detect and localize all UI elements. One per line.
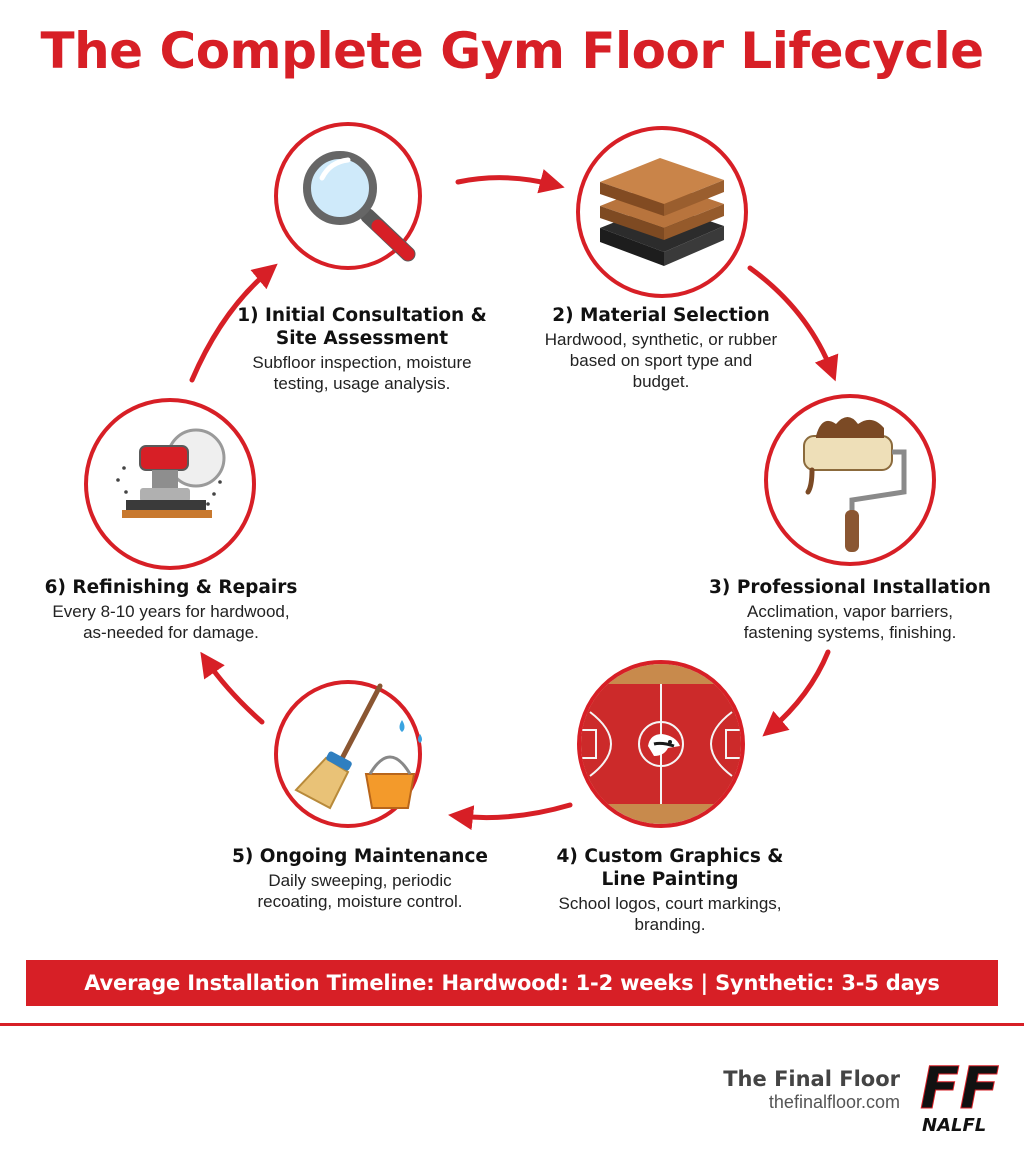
- step-2-icon-circle: [576, 126, 748, 298]
- paint-roller-icon: [803, 417, 907, 552]
- brand-logo-mark: FF: [920, 1056, 999, 1122]
- step-3-title-line-1: 3) Professional Installation: [709, 577, 991, 598]
- brand-name: The Final Floor: [723, 1067, 900, 1091]
- cycle-arrows: [189, 169, 839, 831]
- step-4-title-line-1: 4) Custom Graphics &: [556, 846, 784, 867]
- step-5-desc-line-1: Daily sweeping, periodic: [268, 871, 452, 890]
- footer-divider: [0, 1023, 1024, 1026]
- step-4-title-line-2: Line Painting: [601, 869, 739, 890]
- arrow-4-to-5: [448, 802, 573, 831]
- brand-url: thefinalfloor.com: [768, 1092, 900, 1112]
- step-1-text: 1) Initial Consultation & Site Assessmen…: [200, 304, 524, 394]
- step-1-desc-line-2: testing, usage analysis.: [273, 374, 451, 393]
- broom-bucket-icon: [294, 683, 422, 810]
- step-4-desc-line-1: School logos, court markings,: [558, 894, 782, 913]
- step-5-desc-line-2: recoating, moisture control.: [257, 892, 463, 911]
- step-2-desc-line-2: based on sport type and: [569, 351, 753, 370]
- step-1-icon-circle: [274, 122, 422, 270]
- arrow-3-to-4: [762, 649, 831, 737]
- step-6-title-line-1: 6) Refinishing & Repairs: [44, 577, 298, 598]
- material-layers-icon: [600, 158, 724, 266]
- step-4-desc-line-2: branding.: [634, 915, 706, 934]
- arrow-6-to-1: [189, 263, 278, 383]
- step-3-text: 3) Professional Installation Acclimation…: [702, 576, 998, 643]
- step-4-text: 4) Custom Graphics & Line Painting Schoo…: [510, 845, 830, 935]
- page-title: The Complete Gym Floor Lifecycle: [40, 22, 984, 80]
- step-1-title-line-2: Site Assessment: [275, 328, 449, 349]
- step-2-desc-line-1: Hardwood, synthetic, or rubber: [544, 330, 778, 349]
- brand-logo-subtext: NALFL: [922, 1115, 986, 1136]
- step-6-desc-line-2: as-needed for damage.: [83, 623, 259, 642]
- magnifying-glass-icon: [303, 151, 416, 262]
- step-6-icon-circle: [84, 398, 256, 570]
- brand-logo: FF NALFL: [920, 1056, 1000, 1136]
- step-3-desc-line-1: Acclimation, vapor barriers,: [747, 602, 953, 621]
- arrow-1-to-2: [455, 169, 565, 194]
- step-2-title-line-1: 2) Material Selection: [552, 305, 770, 326]
- step-6-text: 6) Refinishing & Repairs Every 8-10 year…: [26, 576, 316, 643]
- step-1-title-line-1: 1) Initial Consultation &: [237, 305, 487, 326]
- basketball-court-icon: [581, 664, 741, 824]
- step-4-icon-circle: [577, 660, 745, 828]
- arrow-2-to-3: [747, 265, 839, 382]
- floor-sander-icon: [116, 428, 226, 518]
- step-5-text: 5) Ongoing Maintenance Daily sweeping, p…: [210, 845, 510, 912]
- arrow-5-to-6: [200, 651, 265, 725]
- step-2-desc-line-3: budget.: [632, 372, 690, 391]
- step-6-desc-line-1: Every 8-10 years for hardwood,: [52, 602, 290, 621]
- step-3-icon-circle: [764, 394, 936, 566]
- step-5-title-line-1: 5) Ongoing Maintenance: [232, 846, 488, 867]
- step-1-desc-line-1: Subfloor inspection, moisture: [252, 353, 472, 372]
- step-2-text: 2) Material Selection Hardwood, syntheti…: [500, 304, 822, 392]
- step-3-desc-line-2: fastening systems, finishing.: [743, 623, 957, 642]
- step-5-icon-circle: [274, 680, 422, 828]
- timeline-banner: Average Installation Timeline: Hardwood:…: [26, 960, 998, 1006]
